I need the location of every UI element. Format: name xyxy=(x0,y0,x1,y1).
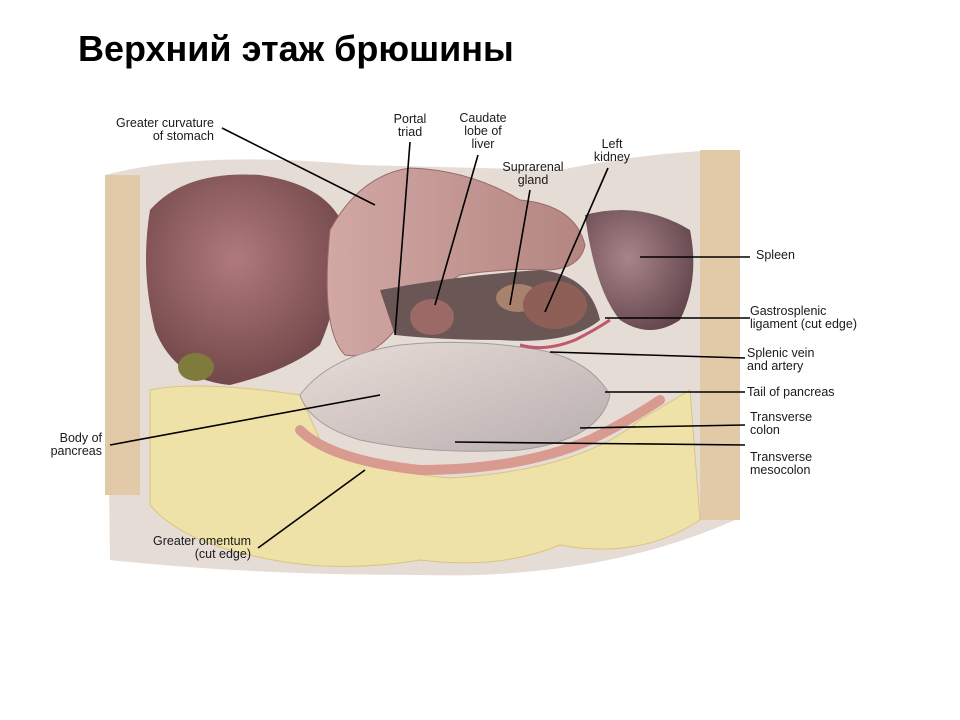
splenic-vessels xyxy=(519,318,611,350)
spleen xyxy=(585,210,694,330)
label-gastrosplenic-ligament: Gastrosplenic ligament (cut edge) xyxy=(750,304,858,331)
right-abdominal-wall xyxy=(700,150,740,520)
gallbladder xyxy=(178,353,214,381)
pancreas-body xyxy=(299,341,611,452)
label-caudate-lobe: Caudate lobe of liver xyxy=(459,111,507,151)
label-portal-triad: Portal triad xyxy=(393,112,427,139)
label-splenic-vein-artery: Splenic vein and artery xyxy=(747,346,815,373)
label-greater-curvature: Greater curvature of stomach xyxy=(116,116,214,143)
transverse-colon xyxy=(295,395,665,476)
label-body-of-pancreas: Body of pancreas xyxy=(50,431,102,458)
liver xyxy=(146,174,345,385)
label-greater-omentum: Greater omentum (cut edge) xyxy=(153,534,251,561)
leader-lines xyxy=(109,127,750,549)
label-transverse-mesocolon: Transverse mesocolon xyxy=(750,450,813,477)
label-suprarenal-gland: Suprarenal gland xyxy=(502,160,564,187)
label-tail-of-pancreas: Tail of pancreas xyxy=(747,385,835,399)
left-abdominal-wall xyxy=(105,175,140,495)
caudate-lobe xyxy=(410,299,454,335)
page-title: Верхний этаж брюшины xyxy=(78,28,514,69)
left-kidney xyxy=(523,281,587,329)
label-left-kidney: Left kidney xyxy=(593,137,631,164)
label-transverse-colon: Transverse colon xyxy=(750,410,813,437)
label-spleen: Spleen xyxy=(756,248,795,262)
